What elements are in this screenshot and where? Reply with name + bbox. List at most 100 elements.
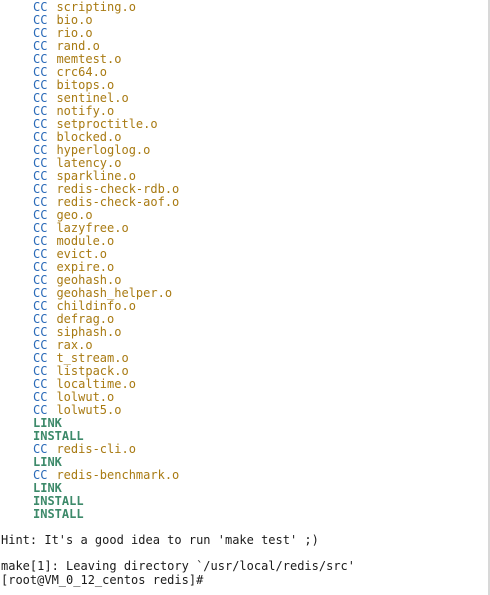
build-line: INSTALL: [1, 495, 490, 508]
build-line: CC module.o: [1, 235, 490, 248]
build-step-tag: CC: [33, 351, 48, 365]
build-line: LINK: [1, 482, 490, 495]
build-step-tag: CC: [33, 273, 48, 287]
build-line: CC listpack.o: [1, 365, 490, 378]
build-step-tag: CC: [33, 221, 48, 235]
build-step-tag: CC: [33, 312, 48, 326]
build-line: CC hyperloglog.o: [1, 144, 490, 157]
build-line: INSTALL: [1, 508, 490, 521]
build-step-tag: CC: [33, 403, 48, 417]
build-step-tag: CC: [33, 195, 48, 209]
build-step-tag: CC: [33, 169, 48, 183]
build-line: CC sparkline.o: [1, 170, 490, 183]
object-file-name: module.o: [56, 234, 115, 248]
build-line: CC geohash.o: [1, 274, 490, 287]
prompt-line[interactable]: [root@VM_0_12_centos redis]#: [1, 573, 490, 587]
build-step-tag: LINK: [33, 481, 62, 495]
build-line: CC scripting.o: [1, 1, 490, 14]
object-file-name: scripting.o: [56, 0, 136, 14]
object-file-name: expire.o: [56, 260, 115, 274]
object-file-name: blocked.o: [56, 130, 122, 144]
build-step-tag: CC: [33, 104, 48, 118]
build-step-tag: CC: [33, 39, 48, 53]
build-step-tag: CC: [33, 468, 48, 482]
object-file-name: redis-check-aof.o: [56, 195, 180, 209]
build-line: CC evict.o: [1, 248, 490, 261]
shell-prompt: [root@VM_0_12_centos redis]#: [1, 573, 204, 587]
object-file-name: childinfo.o: [56, 299, 136, 313]
object-file-name: listpack.o: [56, 364, 129, 378]
object-file-name: geo.o: [56, 208, 93, 222]
build-line: CC lolwut5.o: [1, 404, 490, 417]
build-line: CC rand.o: [1, 40, 490, 53]
object-file-name: notify.o: [56, 104, 115, 118]
build-step-tag: CC: [33, 208, 48, 222]
object-file-name: redis-benchmark.o: [56, 468, 180, 482]
build-step-tag: CC: [33, 286, 48, 300]
object-file-name: hyperloglog.o: [56, 143, 151, 157]
build-step-tag: CC: [33, 182, 48, 196]
object-file-name: bio.o: [56, 13, 93, 27]
object-file-name: evict.o: [56, 247, 108, 261]
build-line: CC geo.o: [1, 209, 490, 222]
build-step-tag: CC: [33, 156, 48, 170]
build-step-tag: CC: [33, 364, 48, 378]
object-file-name: crc64.o: [56, 65, 108, 79]
object-file-name: rand.o: [56, 39, 100, 53]
object-file-name: sparkline.o: [56, 169, 136, 183]
build-step-tag: CC: [33, 247, 48, 261]
object-file-name: lazyfree.o: [56, 221, 129, 235]
build-line: INSTALL: [1, 430, 490, 443]
object-file-name: rax.o: [56, 338, 93, 352]
build-step-tag: CC: [33, 234, 48, 248]
build-step-tag: CC: [33, 13, 48, 27]
object-file-name: defrag.o: [56, 312, 115, 326]
build-line: LINK: [1, 417, 490, 430]
build-line: CC setproctitle.o: [1, 118, 490, 131]
build-step-tag: CC: [33, 325, 48, 339]
object-file-name: geohash.o: [56, 273, 122, 287]
text-cursor: [203, 573, 210, 585]
build-line: CC redis-benchmark.o: [1, 469, 490, 482]
build-step-tag: CC: [33, 0, 48, 14]
scrollbar[interactable]: [488, 0, 490, 595]
build-line: CC lazyfree.o: [1, 222, 490, 235]
build-step-tag: CC: [33, 26, 48, 40]
build-step-tag: CC: [33, 390, 48, 404]
build-step-tag: CC: [33, 117, 48, 131]
build-step-tag: INSTALL: [33, 429, 84, 443]
build-step-tag: INSTALL: [33, 507, 84, 521]
object-file-name: localtime.o: [56, 377, 136, 391]
build-line: CC notify.o: [1, 105, 490, 118]
build-line: CC redis-check-aof.o: [1, 196, 490, 209]
build-line: CC lolwut.o: [1, 391, 490, 404]
build-step-tag: CC: [33, 143, 48, 157]
object-file-name: lolwut.o: [56, 390, 115, 404]
build-line: CC expire.o: [1, 261, 490, 274]
build-step-tag: LINK: [33, 416, 62, 430]
build-step-tag: CC: [33, 260, 48, 274]
object-file-name: lolwut5.o: [56, 403, 122, 417]
object-file-name: redis-check-rdb.o: [56, 182, 180, 196]
object-file-name: memtest.o: [56, 52, 122, 66]
build-line: CC localtime.o: [1, 378, 490, 391]
hint-line: Hint: It's a good idea to run 'make test…: [1, 533, 319, 547]
make-leaving-line: make[1]: Leaving directory `/usr/local/r…: [1, 559, 356, 573]
build-line: CC bio.o: [1, 14, 490, 27]
build-line: CC defrag.o: [1, 313, 490, 326]
build-step-tag: CC: [33, 377, 48, 391]
object-file-name: setproctitle.o: [56, 117, 158, 131]
